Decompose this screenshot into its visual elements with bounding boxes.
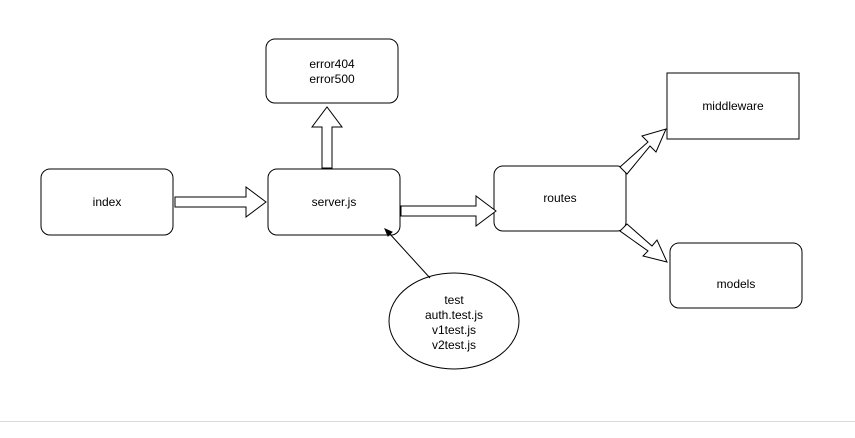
node-tests[interactable]: test auth.test.js v1test.js v2test.js: [388, 272, 520, 370]
tests-line-4: v2test.js: [432, 338, 476, 352]
tests-line-3: v1test.js: [432, 323, 476, 337]
arrow-routes-to-models: [619, 223, 668, 263]
node-models[interactable]: models: [669, 242, 803, 309]
arrow-index-to-server: [174, 186, 267, 218]
errors-line-1: error404: [309, 57, 355, 71]
index-label: index: [93, 195, 122, 209]
arrow-tests-to-server: [384, 228, 431, 279]
node-index[interactable]: index: [40, 168, 174, 236]
server-label: server.js: [312, 195, 357, 209]
arrow-routes-to-middleware: [619, 128, 667, 175]
arrow-server-to-errors: [311, 106, 343, 169]
node-errors[interactable]: error404 error500: [265, 38, 399, 104]
bottom-divider: [0, 421, 855, 422]
middleware-label: middleware: [702, 99, 764, 113]
models-label: models: [717, 277, 756, 291]
node-middleware[interactable]: middleware: [666, 72, 800, 140]
routes-label: routes: [543, 191, 576, 205]
arrow-server-to-routes: [400, 195, 497, 227]
tests-line-2: auth.test.js: [425, 308, 483, 322]
node-server[interactable]: server.js: [267, 168, 401, 236]
node-routes[interactable]: routes: [493, 165, 627, 232]
errors-line-2: error500: [309, 72, 355, 86]
tests-line-1: test: [444, 293, 464, 307]
